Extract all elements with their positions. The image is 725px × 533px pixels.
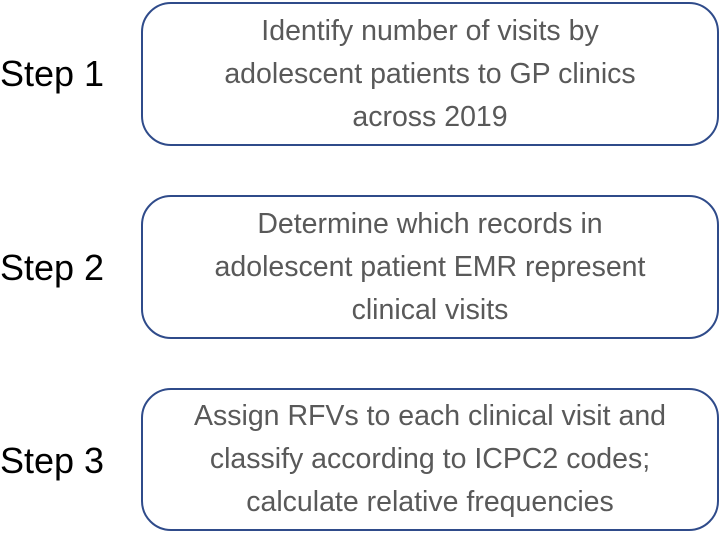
step-1-box: Identify number of visits by adolescent … <box>141 2 719 146</box>
step-3-box: Assign RFVs to each clinical visit and c… <box>141 388 719 531</box>
step-1-line-1: Identify number of visits by <box>261 14 599 47</box>
step-2-line-1: Determine which records in <box>257 207 603 240</box>
step-2-line-3: clinical visits <box>351 293 509 326</box>
step-3-text: Assign RFVs to each clinical visit and c… <box>194 395 666 524</box>
step-1-line-3: across 2019 <box>352 100 508 133</box>
step-2-line-2: adolescent patient EMR represent <box>214 250 646 283</box>
step-3-label: Step 3 <box>0 440 105 481</box>
step-1-text: Identify number of visits by adolescent … <box>224 10 635 139</box>
step-1-label: Step 1 <box>0 53 105 94</box>
step-3-line-3: calculate relative frequencies <box>246 486 614 518</box>
step-2-text: Determine which records in adolescent pa… <box>215 203 646 332</box>
step-3-line-1: Assign RFVs to each clinical visit and <box>193 400 667 432</box>
step-1-line-2: adolescent patients to GP clinics <box>224 57 636 90</box>
step-2-box: Determine which records in adolescent pa… <box>141 195 719 339</box>
step-3-line-2: classify according to ICPC2 codes; <box>209 443 651 475</box>
step-2-label: Step 2 <box>0 247 105 288</box>
